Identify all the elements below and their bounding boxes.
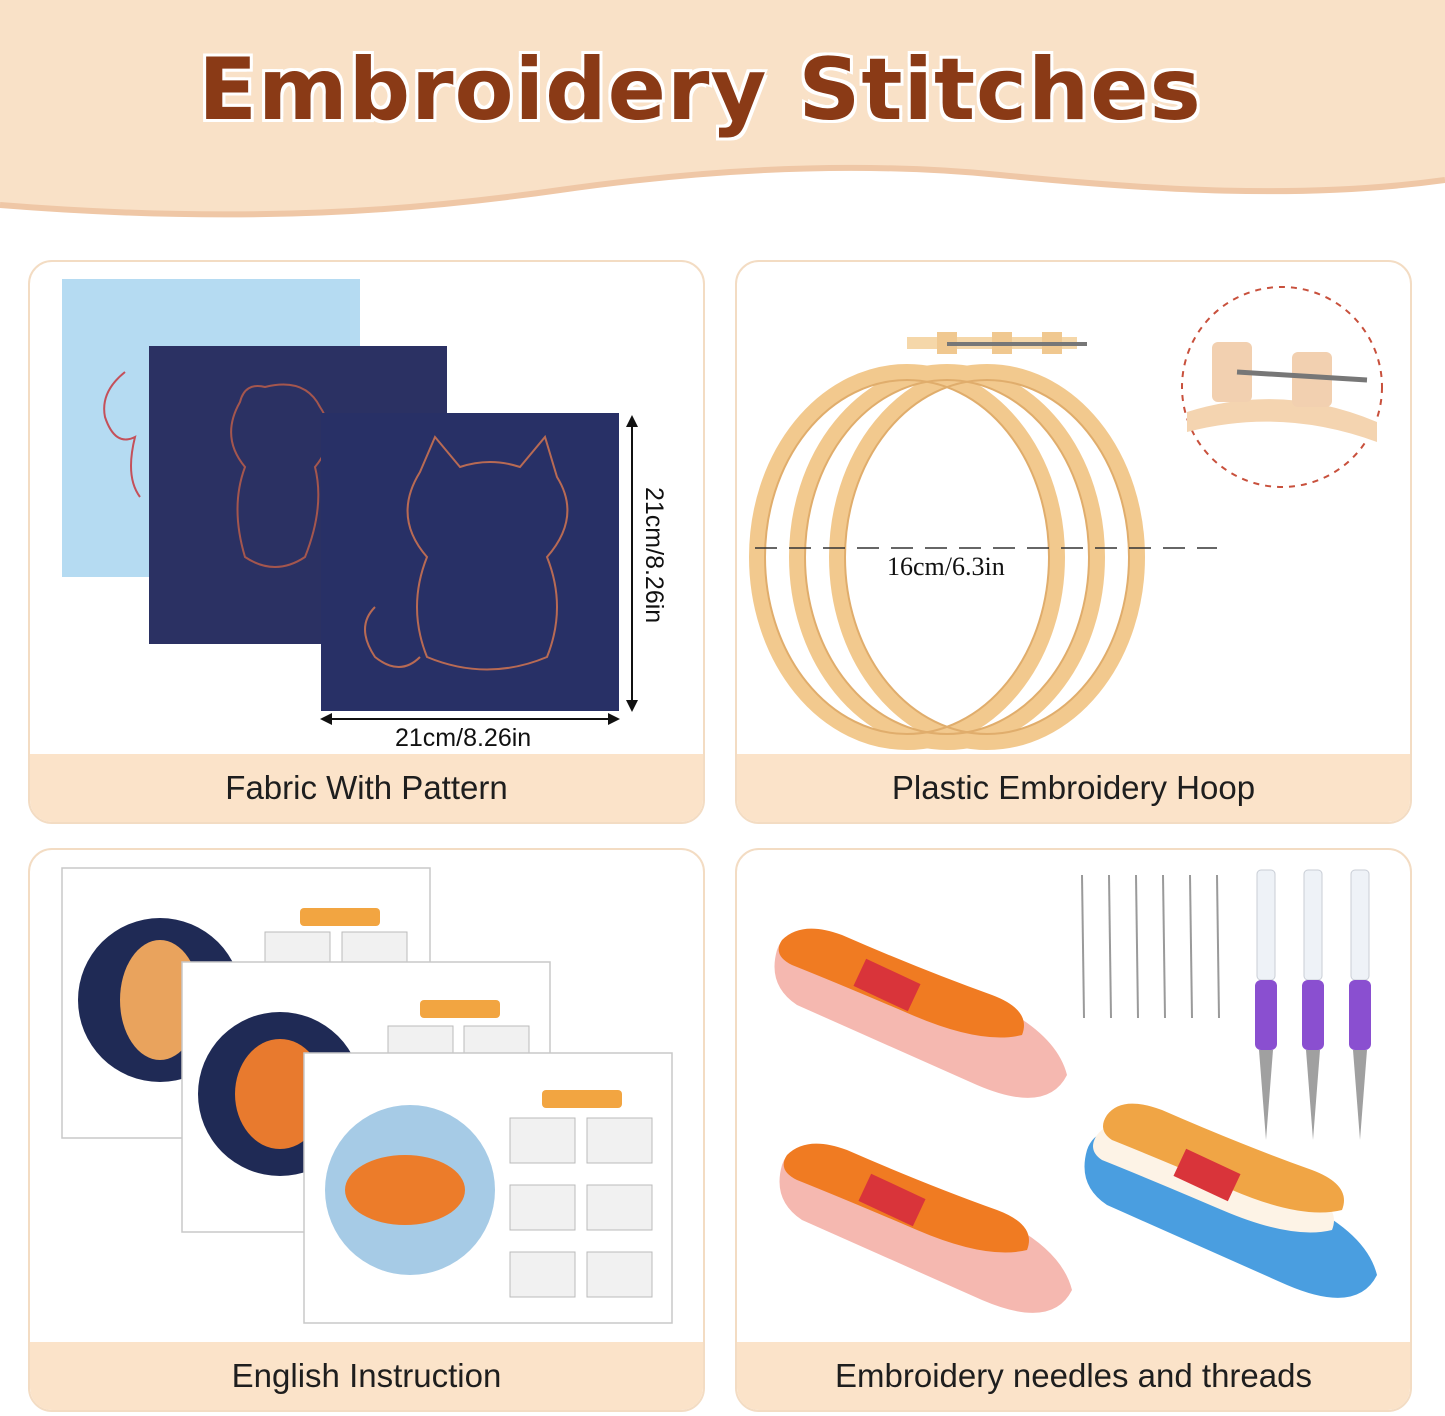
caption-instruction: English Instruction: [30, 1342, 703, 1410]
fabric-width-label: 21cm/8.26in: [395, 724, 532, 752]
fabric-illustration: [62, 279, 638, 725]
caption-needles: Embroidery needles and threads: [737, 1342, 1410, 1410]
hoop-illustration: [749, 286, 1383, 750]
caption-hoop: Plastic Embroidery Hoop: [737, 754, 1410, 822]
caption-fabric: Fabric With Pattern: [30, 754, 703, 822]
hoop-diameter-label: 16cm/6.3in: [887, 552, 1005, 581]
header-wave: [0, 0, 1445, 218]
card-needles-and-threads: Embroidery needles and threads: [735, 848, 1412, 1412]
card-plastic-embroidery-hoop: 16cm/6.3in Plastic Embroidery Hoop: [735, 260, 1412, 824]
needles-threads-illustration: [774, 869, 1377, 1313]
header-banner: Embroidery Stitches: [0, 0, 1445, 230]
instruction-illustration: [61, 867, 673, 1324]
card-english-instruction: English Instruction: [28, 848, 705, 1412]
fabric-height-label: 21cm/8.26in: [640, 487, 668, 624]
page-title: Embroidery Stitches: [198, 40, 1202, 140]
card-fabric-with-pattern: 21cm/8.26in 21cm/8.26in Fabric With Patt…: [28, 260, 705, 824]
